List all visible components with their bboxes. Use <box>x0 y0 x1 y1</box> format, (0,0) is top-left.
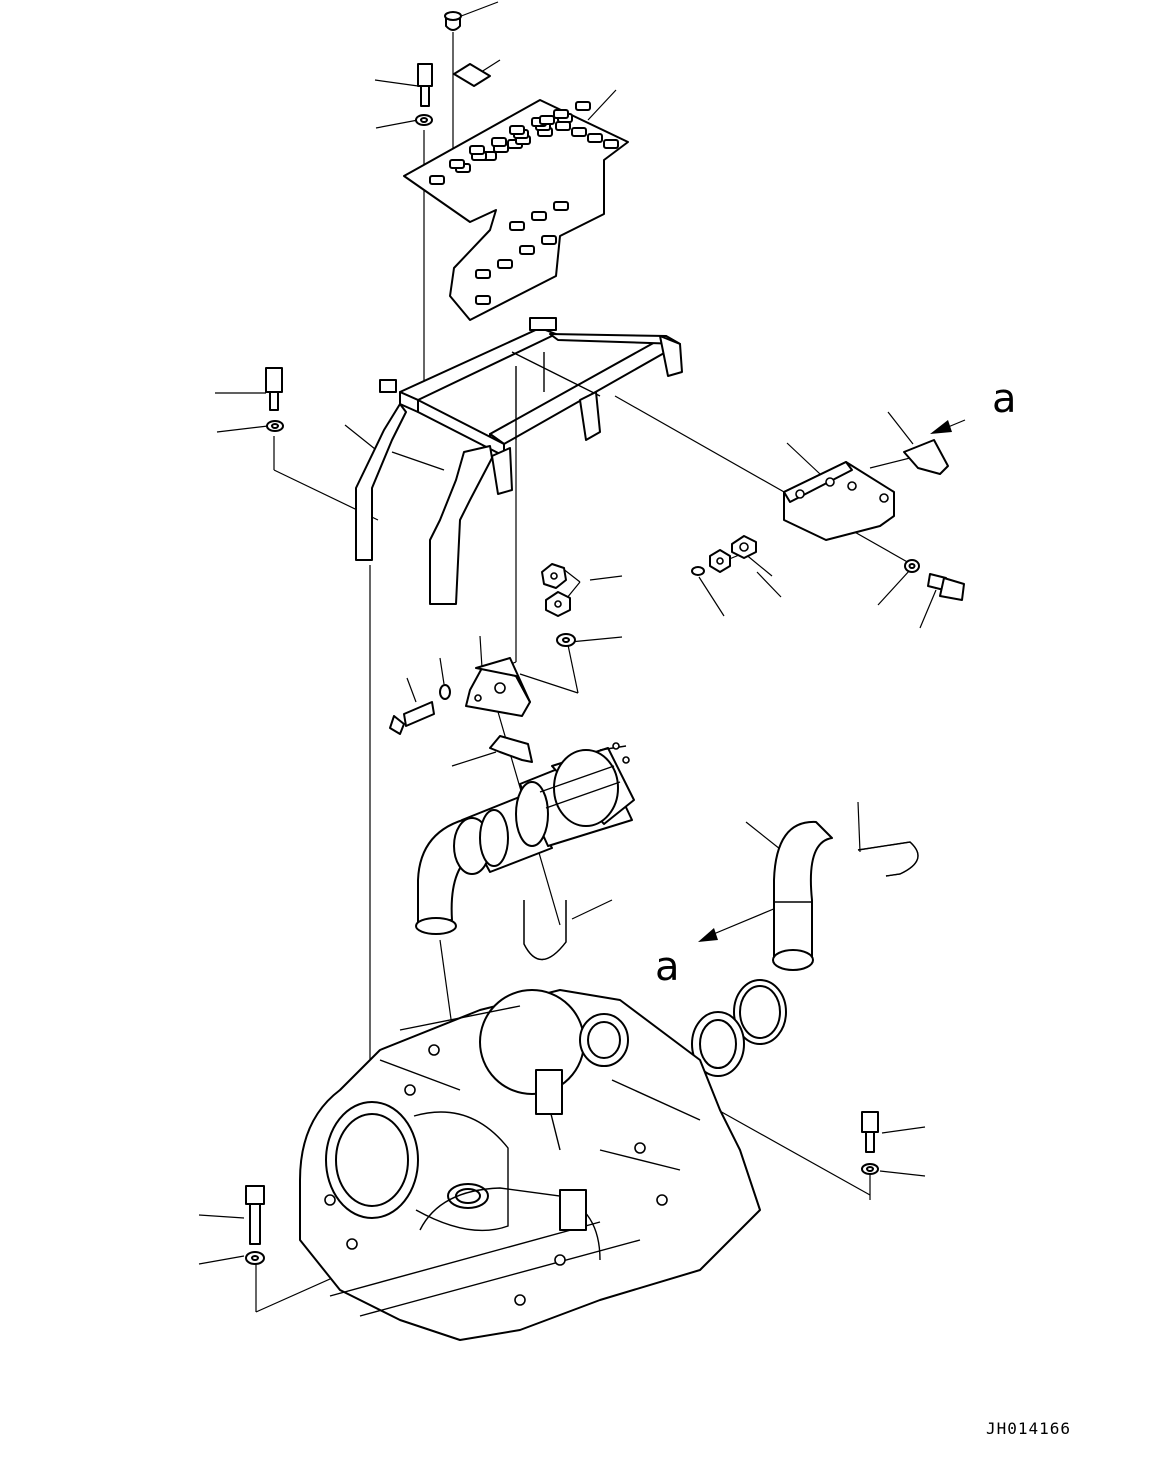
cover-slot <box>470 146 484 154</box>
cover-slot <box>554 110 568 118</box>
washer-upper-left <box>416 115 432 125</box>
clamp-ring-2 <box>692 1012 744 1076</box>
mounting-bracket <box>466 658 530 716</box>
bolt-lower-right <box>862 1112 878 1152</box>
cover-slot <box>588 134 602 142</box>
washer-right-small <box>692 567 704 575</box>
right-bracket <box>784 462 894 540</box>
bolt-lower-left <box>246 1186 264 1244</box>
nut-centre-2 <box>546 592 570 616</box>
view-arrows <box>698 420 965 942</box>
cover-slot <box>572 128 586 136</box>
washer-lower-left <box>246 1252 264 1264</box>
cover-slot <box>492 138 506 146</box>
cover-slot <box>520 246 534 254</box>
cover-slot <box>476 270 490 278</box>
cover-slot <box>498 260 512 268</box>
small-l-bracket <box>490 736 532 762</box>
bolt-bracket <box>390 702 434 734</box>
cover-slot <box>554 202 568 210</box>
washer-lower-right <box>862 1164 878 1174</box>
cover-slot <box>532 212 546 220</box>
cover-slot <box>540 116 554 124</box>
nut-right-1 <box>732 536 756 558</box>
nut-centre-1 <box>542 564 566 588</box>
support-frame <box>356 318 682 604</box>
top-cap-part <box>445 12 461 30</box>
washer-right <box>905 560 919 572</box>
cover-slot <box>450 160 464 168</box>
perforated-cover-plate <box>404 100 628 320</box>
view-label-top: a <box>992 376 1017 422</box>
bolt-frame-left <box>266 368 282 410</box>
tail-pipe <box>773 822 832 970</box>
clamp-ring-1 <box>734 980 786 1044</box>
washer-centre <box>557 634 575 646</box>
cover-slot <box>476 296 490 304</box>
cover-slot <box>576 102 590 110</box>
nut-right-2 <box>710 550 730 572</box>
exhaust-pipe-assembly <box>416 743 634 934</box>
aftertreatment-unit <box>300 990 760 1340</box>
u-bolt-right <box>858 842 918 876</box>
washer-frame-left <box>267 421 283 431</box>
drawing-code: JH014166 <box>986 1419 1071 1438</box>
bolt-upper-left <box>418 64 432 106</box>
cover-slot <box>542 236 556 244</box>
u-bolt-left <box>524 900 566 960</box>
view-label-bottom: a <box>655 944 680 990</box>
cover-slot <box>604 140 618 148</box>
small-plate-part <box>454 64 490 86</box>
cover-slot <box>510 222 524 230</box>
cover-slot <box>556 122 570 130</box>
bolt-right <box>928 574 964 600</box>
small-clamp-part <box>904 440 948 474</box>
washer-bracket <box>440 685 450 699</box>
cover-slot <box>510 126 524 134</box>
cover-slot <box>430 176 444 184</box>
